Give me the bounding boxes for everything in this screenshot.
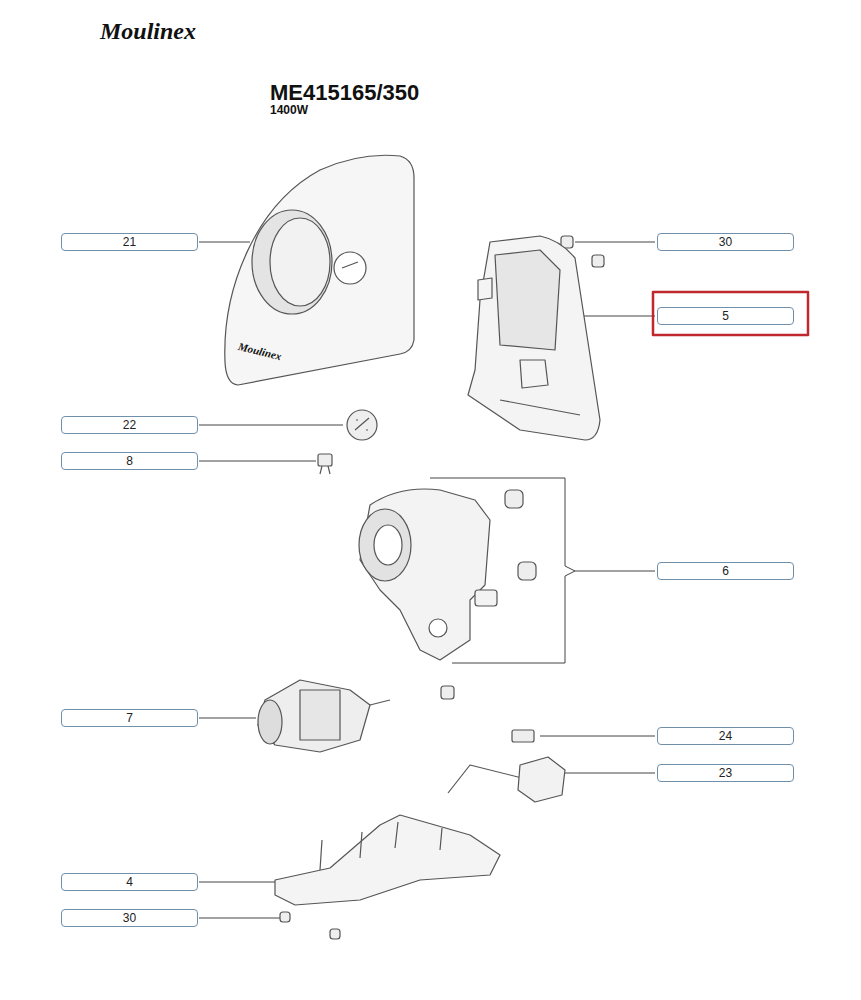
callout-box: 7 [61,709,198,727]
callout-number: 4 [126,876,133,888]
switch [318,454,332,474]
callout-box: 4 [61,873,198,891]
power-cord [448,757,565,802]
callout-box: 30 [657,233,794,251]
callout-number: 21 [123,236,136,248]
selector-knob [347,410,377,440]
callout-box: 21 [61,233,198,251]
callout-box: 24 [657,727,794,745]
callout-number: 6 [722,565,729,577]
callout-number: 24 [719,730,732,742]
gearbox [359,489,536,660]
callout-number: 7 [126,712,133,724]
callout-number: 8 [126,455,133,467]
callout-number: 22 [123,419,136,431]
callout-box: 8 [61,452,198,470]
cord-clamp [512,730,534,742]
callout-box: 23 [657,764,794,782]
housing-cover [225,155,414,385]
foot [280,912,340,939]
rear-housing [468,236,600,440]
power-rating: 1400W [270,103,308,117]
base-plate [275,815,500,905]
callout-box: 5 [657,307,794,325]
callout-box: 30 [61,909,198,927]
callout-number: 5 [722,310,729,322]
motor [258,680,390,752]
callout-number: 30 [719,236,732,248]
highlight-frame [653,292,808,335]
brand-logo: Moulinex [100,18,196,45]
callout-number: 23 [719,767,732,779]
callout-box: 6 [657,562,794,580]
callout-number: 30 [123,912,136,924]
callout-box: 22 [61,416,198,434]
bushing [441,686,454,699]
model-title: ME415165/350 [270,80,419,106]
